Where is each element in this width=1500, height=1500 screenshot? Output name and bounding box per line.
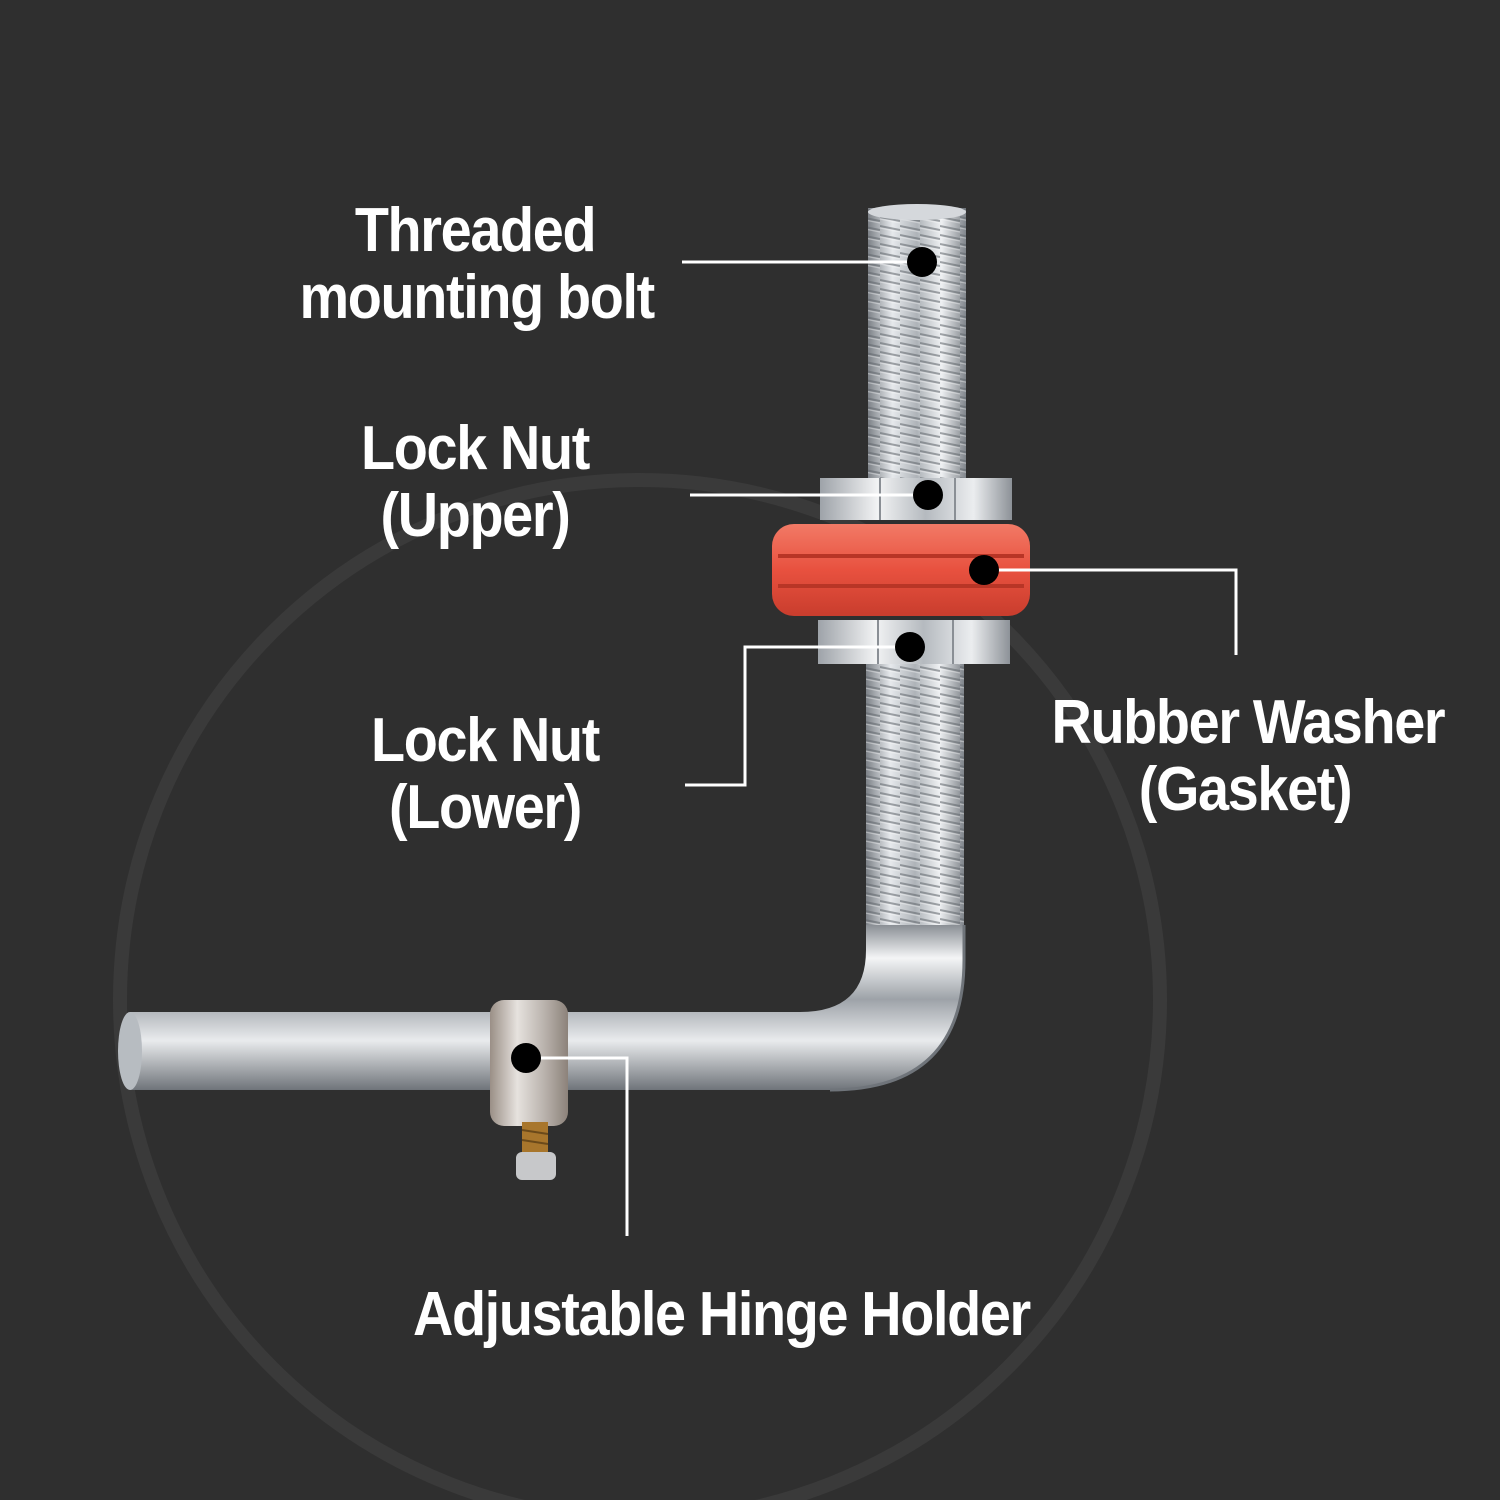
label-threaded-bolt-line1: Threaded <box>354 196 597 265</box>
label-lock-nut-upper-line1: Lock Nut <box>361 414 590 483</box>
marker-dot-hinge-holder <box>511 1043 541 1073</box>
marker-dot-lock-nut-upper <box>913 480 943 510</box>
label-lock-nut-upper: Lock Nut (Upper) <box>345 414 606 550</box>
label-threaded-bolt-line2: mounting bolt <box>299 262 656 332</box>
label-hinge-holder-line1: Adjustable Hinge Holder <box>413 1280 1031 1349</box>
watermark-ring <box>113 473 1167 1500</box>
label-hinge-holder: Adjustable Hinge Holder <box>413 1280 1031 1349</box>
leader-lines <box>526 260 1238 1236</box>
hinge-pin-rod <box>118 925 966 1092</box>
leader-rubber-washer <box>984 568 1238 655</box>
marker-dot-threaded-bolt <box>907 247 937 277</box>
label-rubber-washer-line2: (Gasket) <box>1138 754 1353 824</box>
label-threaded-bolt: Threaded mounting bolt <box>299 196 656 332</box>
marker-dot-lock-nut-lower <box>895 632 925 662</box>
label-lock-nut-upper-line2: (Upper) <box>380 480 571 550</box>
leader-lock-nut-lower <box>685 645 910 787</box>
marker-dot-rubber-washer <box>969 555 999 585</box>
label-lock-nut-lower: Lock Nut (Lower) <box>355 706 616 842</box>
label-rubber-washer: Rubber Washer (Gasket) <box>1051 688 1446 824</box>
label-lock-nut-lower-line1: Lock Nut <box>371 706 600 775</box>
hinge-holder-collar <box>490 1000 568 1180</box>
label-lock-nut-lower-line2: (Lower) <box>388 772 582 842</box>
leader-hinge-holder <box>526 1056 629 1236</box>
label-rubber-washer-line1: Rubber Washer <box>1051 688 1446 757</box>
